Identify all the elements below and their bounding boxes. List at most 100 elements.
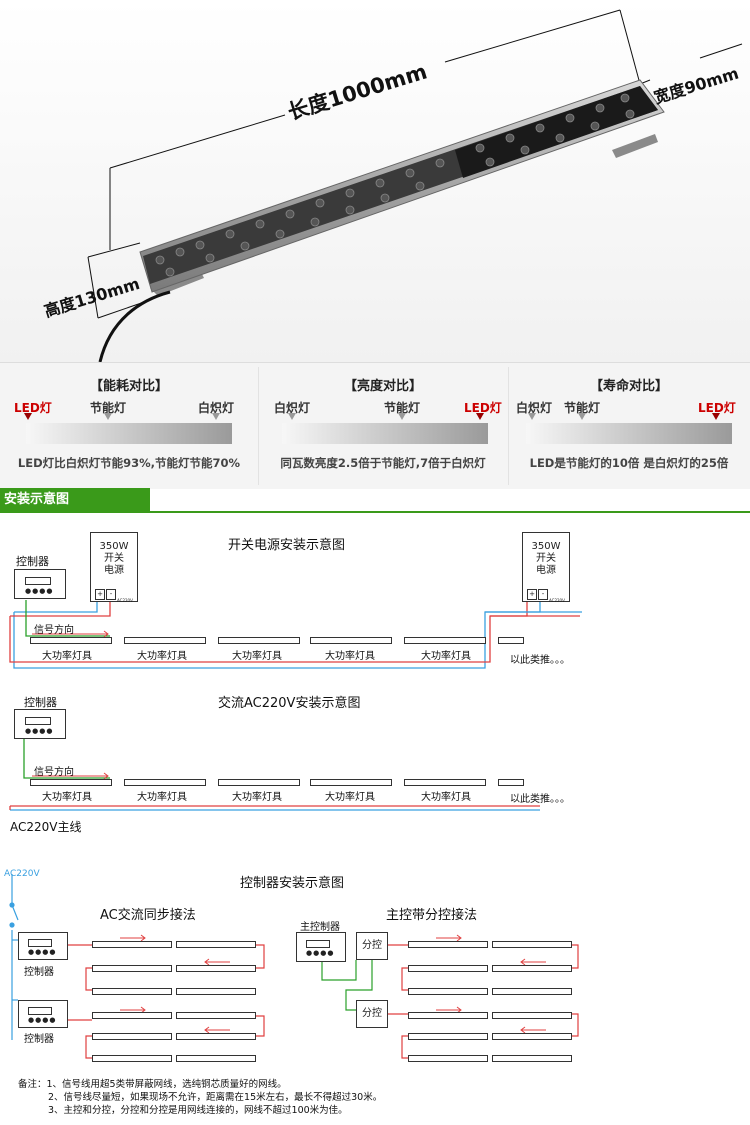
lamp-fixture [218,637,300,644]
lamp-fixture [92,965,172,972]
buttons-icon: ●●●● [25,587,54,595]
marker-triangle-icon [578,413,586,420]
lamp-fixture [498,779,524,786]
comparison-label: 节能灯 [564,401,601,415]
comparison-label: 白炽灯 [198,401,235,415]
note-line: 2、信号线尽量短，如果现场不允许，距离需在15米左右，最长不得超过30米。 [48,1092,383,1103]
sync-method-title: AC交流同步接法 [100,908,196,923]
psu-ac-label: AC220V [549,598,565,603]
slave-controller-box: 分控 [356,1000,388,1028]
comparison-title: 【亮度对比】 [343,379,422,394]
lamp-fixture [124,779,206,786]
lamp-fixture [176,941,256,948]
display-icon [306,940,330,948]
lamp-label: 大功率灯具 [137,792,187,803]
lamp-fixture [218,779,300,786]
lamp-fixture [492,965,572,972]
wall-washer-lamp-illustration [87,9,743,362]
lamp-fixture [404,637,486,644]
lamp-fixture [408,1033,488,1040]
signal-direction-label: 信号方向 [34,767,74,778]
lamp-fixture [498,637,524,644]
marker-triangle-icon [712,413,720,420]
power-supply-box: 350W 开关 电源 + - AC220V [522,532,570,603]
lamp-label: 大功率灯具 [421,651,471,662]
energy-comparison: 【能耗对比】 LED灯 节能灯 白炽灯 LED灯比白炽灯节能93%,节能灯节能7… [0,363,258,489]
lamp-fixture [404,779,486,786]
lamp-fixture [92,1033,172,1040]
controller-box: ●●●● [18,932,68,960]
slave-controller-box: 分控 [356,932,388,960]
lamp-fixture [408,988,488,995]
diagram-title: 交流AC220V安装示意图 [218,696,361,711]
lamp-fixture [92,941,172,948]
lamp-fixture [124,637,206,644]
marker-triangle-icon [212,413,220,420]
buttons-icon: ●●●● [25,727,54,735]
display-icon [25,577,51,585]
marker-triangle-icon [398,413,406,420]
lamp-fixture [92,988,172,995]
controller-label: 控制器 [24,967,54,978]
master-controller-label: 主控制器 [300,922,340,933]
lifespan-comparison: 【寿命对比】 白炽灯 节能灯 LED灯 LED是节能灯的10倍 是白炽灯的25倍 [508,363,750,489]
marker-triangle-icon [104,413,112,420]
psu-line: 350W [99,541,129,552]
comparison-description: 同瓦数亮度2.5倍于节能灯,7倍于白炽灯 [280,456,486,470]
psu-terminal: + [95,589,105,600]
lamp-fixture [492,1055,572,1062]
lamp-fixture [408,965,488,972]
controller-label: 控制器 [16,555,49,568]
marker-triangle-icon [288,413,296,420]
comparison-label: LED灯 [464,401,502,415]
marker-triangle-icon [24,413,32,420]
lamp-fixture [30,637,112,644]
psu-line: 开关 [104,553,124,564]
comparison-strip: 【能耗对比】 LED灯 节能灯 白炽灯 LED灯比白炽灯节能93%,节能灯节能7… [0,362,750,489]
marker-triangle-icon [476,413,484,420]
comparison-label: 节能灯 [384,401,421,415]
comparison-title: 【能耗对比】 [89,379,168,394]
comparison-description: LED灯比白炽灯节能93%,节能灯节能70% [17,456,241,470]
lamp-label: 大功率灯具 [232,651,282,662]
psu-terminal: + [527,589,537,600]
lamp-fixture [176,1033,256,1040]
controller-label: 控制器 [24,1034,54,1045]
comparison-label: LED灯 [698,401,736,415]
lamp-label: 大功率灯具 [42,792,92,803]
lamp-label: 大功率灯具 [232,792,282,803]
section-title: 安装示意图 [0,488,150,512]
buttons-icon: ●●●● [28,1016,57,1024]
lamp-fixture [408,1055,488,1062]
etc-label: 以此类推。。。 [510,655,570,666]
gradient-scale [26,423,232,444]
psu-ac-label: AC220V [117,598,133,603]
brightness-comparison: 【亮度对比】 白炽灯 节能灯 LED灯 同瓦数亮度2.5倍于节能灯,7倍于白炽灯 [258,363,508,489]
lamp-fixture [408,1012,488,1019]
comparison-label: 白炽灯 [516,401,553,415]
lamp-fixture [176,1055,256,1062]
comparison-description: LED是节能灯的10倍 是白炽灯的25倍 [529,456,729,470]
buttons-icon: ●●●● [28,948,57,956]
product-photo-area: 长度1000mm 宽度90mm 高度130mm [0,0,750,362]
lamp-label: 大功率灯具 [325,651,375,662]
controller-box: ●●●● [14,709,66,739]
lamp-label: 大功率灯具 [42,651,92,662]
master-slave-method-title: 主控带分控接法 [386,908,478,923]
lamp-fixture [30,779,112,786]
etc-label: 以此类推。。。 [510,794,570,805]
buttons-icon: ●●●● [306,949,335,957]
power-supply-box: 350W 开关 电源 + - AC220V [90,532,138,603]
lamp-label: 大功率灯具 [325,792,375,803]
controller-box: ●●●● [14,569,66,599]
column-divider [258,367,259,485]
psu-line: 电源 [536,565,556,576]
lamp-label: 大功率灯具 [137,651,187,662]
note-line: 备注：1、信号线用超5类带屏蔽网线，选纯铜芯质量好的网线。 [18,1079,287,1090]
lamp-fixture [310,637,392,644]
diagram-title: 控制器安装示意图 [240,876,345,891]
marker-triangle-icon [528,413,536,420]
controller-label: 控制器 [24,696,57,709]
lamp-fixture [310,779,392,786]
comparison-title: 【寿命对比】 [589,379,668,394]
